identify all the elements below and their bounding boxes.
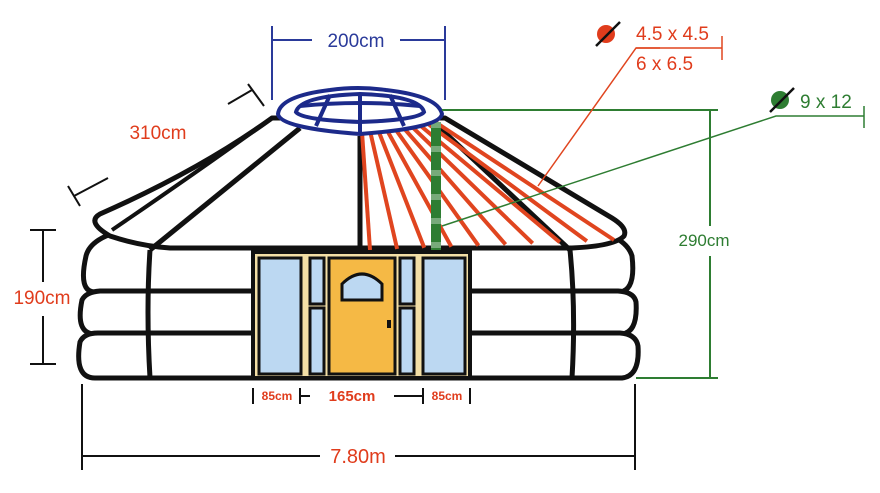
panel-right-width-label: 85cm xyxy=(432,389,463,403)
door-width-dimension xyxy=(252,388,471,404)
pole-spec: 9 x 12 xyxy=(800,92,852,113)
sidelight-left-top xyxy=(308,256,326,306)
wall-seams xyxy=(145,249,577,379)
rafter-spec-secondary: 6 x 6.5 xyxy=(636,54,693,75)
rafter xyxy=(376,128,427,249)
rafter xyxy=(432,119,616,242)
rafters-red xyxy=(360,119,616,251)
rafter xyxy=(368,130,400,250)
total-height-label: 290cm xyxy=(678,231,729,250)
rafter-length-dimension xyxy=(67,83,265,207)
crown-spokes xyxy=(299,94,421,132)
crown xyxy=(275,86,445,137)
rafter-spec-leader xyxy=(537,36,723,187)
total-height-dimension xyxy=(442,109,718,379)
crown-width-label: 200cm xyxy=(327,31,384,52)
pole-spec-leader xyxy=(441,106,865,227)
wall-height-label: 190cm xyxy=(13,288,70,309)
entrance xyxy=(251,250,472,380)
door-window xyxy=(340,272,384,302)
panel-left-width-label: 85cm xyxy=(262,389,293,403)
rafter xyxy=(408,123,535,245)
diameter-icon xyxy=(595,21,621,47)
rafter-spec-primary: 4.5 x 4.5 xyxy=(636,24,709,45)
sidelight-right-bottom xyxy=(398,306,416,376)
door-width-label: 165cm xyxy=(329,388,376,405)
crown-width-dimension xyxy=(271,26,446,100)
roof-inner-edge xyxy=(110,116,274,232)
rafter xyxy=(400,124,508,246)
door-handle[interactable] xyxy=(387,320,391,328)
diameter-icon xyxy=(769,87,795,113)
window-left xyxy=(257,256,303,376)
sidelight-left-bottom xyxy=(308,306,326,376)
sidelight-right-top xyxy=(398,256,416,306)
window-right xyxy=(421,256,467,376)
wall-height-dimension xyxy=(30,229,56,365)
rafter xyxy=(424,120,589,243)
rafter xyxy=(416,122,562,244)
rafter xyxy=(360,131,372,251)
diameter-label: 7.80m xyxy=(330,446,386,468)
diameter-dimension xyxy=(81,384,636,470)
rafter-length-label: 310cm xyxy=(129,123,186,144)
